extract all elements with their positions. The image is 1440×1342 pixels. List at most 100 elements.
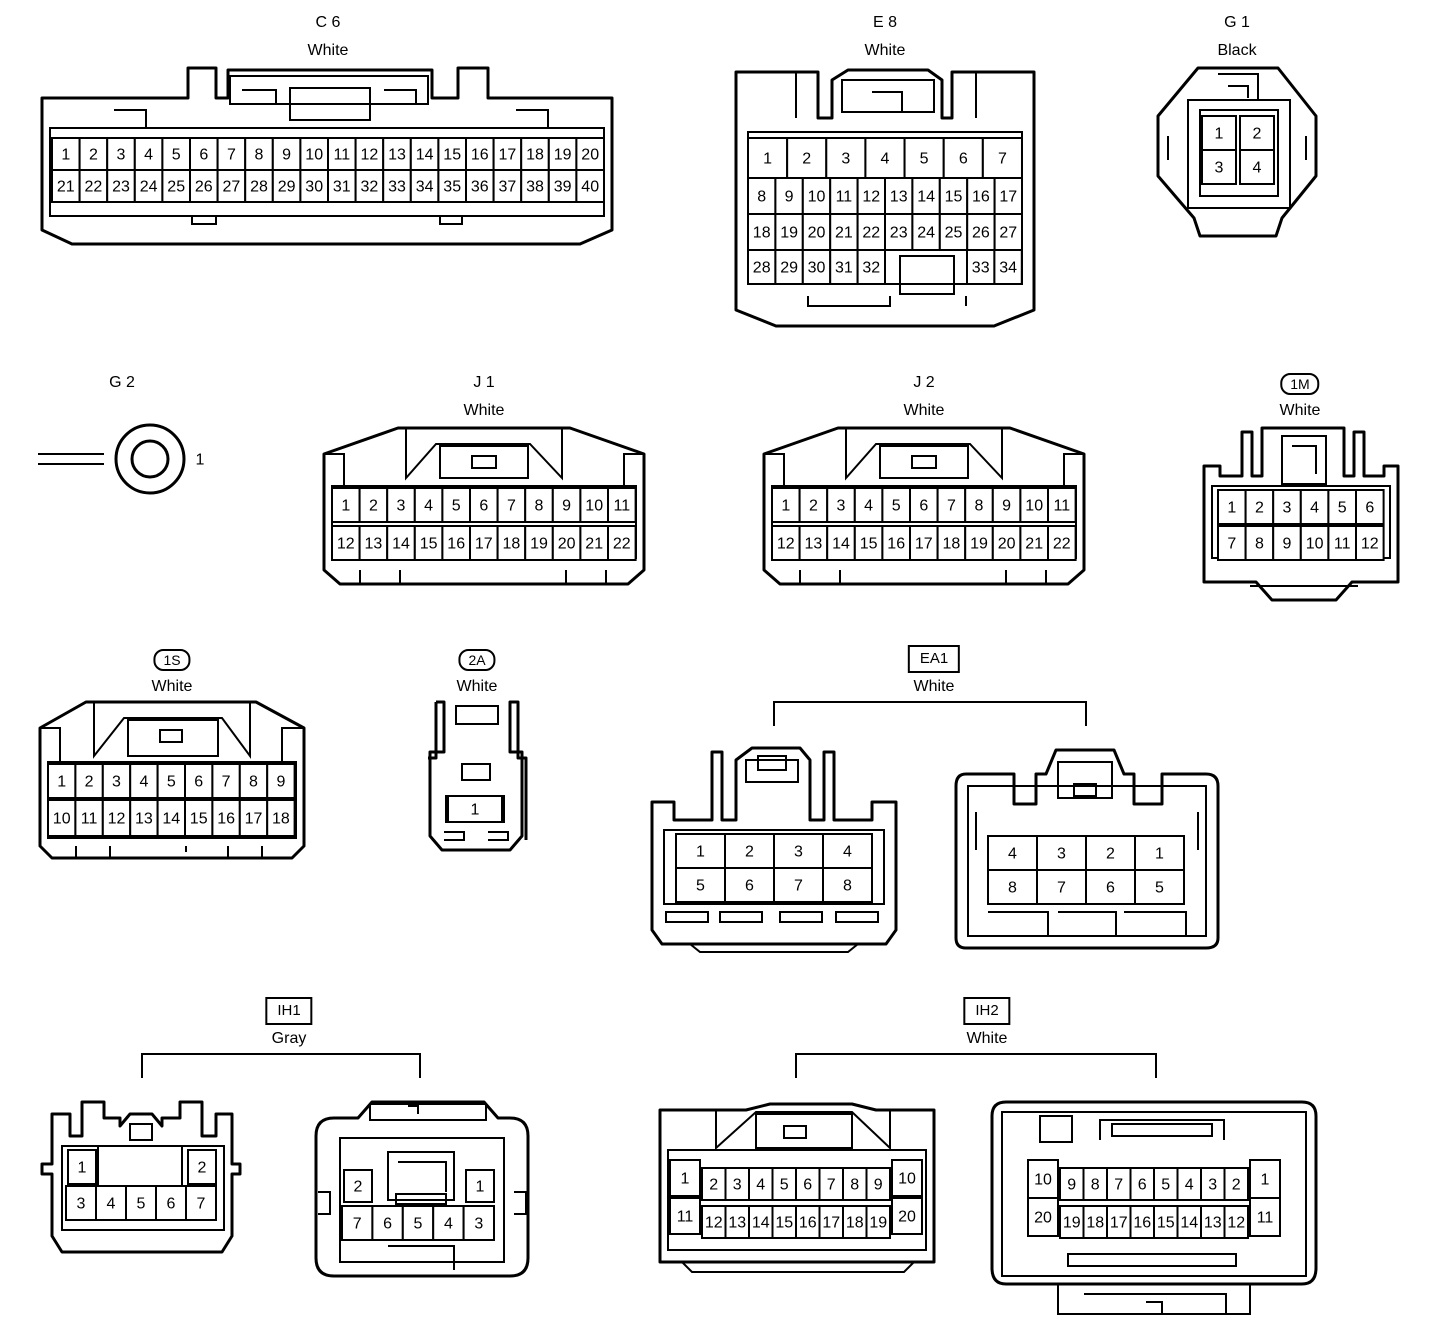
svg-text:33: 33 xyxy=(388,179,406,196)
connector-1s-pin-17: 17 xyxy=(238,799,269,837)
svg-text:29: 29 xyxy=(278,179,296,196)
connector-j2-pin-22: 22 xyxy=(1047,525,1077,561)
connector-ih2-right-pin-7: 7 xyxy=(1106,1167,1132,1201)
connector-e8-pin-33: 33 xyxy=(966,249,996,285)
svg-text:1: 1 xyxy=(471,802,480,819)
connector-ih2-right-housing xyxy=(990,1100,1318,1315)
svg-text:34: 34 xyxy=(999,260,1017,277)
connector-ea1-left-pin-2: 2 xyxy=(724,833,775,869)
connector-ih2-right-pin-3: 3 xyxy=(1200,1167,1226,1201)
connector-e8-color: White xyxy=(864,42,906,59)
connector-e8-pin-18: 18 xyxy=(747,213,777,251)
connector-e8-pin-34: 34 xyxy=(993,249,1023,285)
svg-text:11: 11 xyxy=(333,147,350,164)
connector-j2-pin-2: 2 xyxy=(798,487,829,523)
connector-j2-pin-4: 4 xyxy=(853,487,884,523)
svg-text:15: 15 xyxy=(775,1215,793,1232)
connector-c6-pin-7: 7 xyxy=(216,137,247,171)
svg-text:37: 37 xyxy=(499,179,517,196)
connector-ih1-color: Gray xyxy=(271,1030,307,1047)
connector-j2-pin-13: 13 xyxy=(798,525,829,561)
connector-c6-pin-34: 34 xyxy=(409,169,440,203)
svg-text:12: 12 xyxy=(1361,536,1379,553)
svg-text:31: 31 xyxy=(835,260,853,277)
connector-1s-pin-11: 11 xyxy=(74,799,104,837)
svg-text:26: 26 xyxy=(195,179,213,196)
svg-text:7: 7 xyxy=(197,1196,206,1213)
connector-ea1-left-pin-4: 4 xyxy=(822,833,873,869)
svg-text:5: 5 xyxy=(1161,1177,1170,1194)
connector-j1-pin-6: 6 xyxy=(469,487,499,523)
connector-e8-pin-23: 23 xyxy=(884,213,914,251)
connector-ih2-left-pin-5: 5 xyxy=(771,1167,797,1201)
connector-ih2-left-pin-20: 20 xyxy=(891,1197,923,1235)
connector-e8-pin-28: 28 xyxy=(747,249,777,285)
svg-text:16: 16 xyxy=(217,811,235,828)
connector-e8-pin-19: 19 xyxy=(774,213,804,251)
svg-text:17: 17 xyxy=(499,147,517,164)
svg-text:3: 3 xyxy=(837,498,846,515)
connector-ea1-left-pin-8: 8 xyxy=(822,867,873,903)
svg-text:2: 2 xyxy=(198,1160,207,1177)
connector-c6-pin-35: 35 xyxy=(437,169,467,203)
svg-text:22: 22 xyxy=(862,225,880,242)
connector-j1-code: J 1 xyxy=(473,374,495,391)
connector-c6-pin-4: 4 xyxy=(133,137,164,171)
connector-e8-pin-9: 9 xyxy=(774,177,804,215)
connector-ea1-right-pin-4: 4 xyxy=(987,835,1038,871)
svg-text:19: 19 xyxy=(1063,1215,1081,1232)
svg-text:6: 6 xyxy=(745,878,754,895)
connector-ih2-right-pin-17: 17 xyxy=(1106,1205,1132,1239)
connector-ih2-right-pin-12: 12 xyxy=(1223,1205,1249,1239)
connector-c6-pin-19: 19 xyxy=(547,137,578,171)
svg-text:2: 2 xyxy=(89,147,98,164)
svg-text:3: 3 xyxy=(1057,846,1066,863)
svg-text:4: 4 xyxy=(881,151,890,168)
connector-j1-pin-7: 7 xyxy=(496,487,527,523)
connector-2a-code: 2A xyxy=(458,649,496,671)
svg-text:1: 1 xyxy=(681,1171,690,1188)
svg-text:20: 20 xyxy=(808,225,826,242)
connector-e8-pin-26: 26 xyxy=(966,213,996,251)
connector-j2-pin-7: 7 xyxy=(936,487,967,523)
connector-1s-pin-12: 12 xyxy=(101,799,132,837)
svg-text:14: 14 xyxy=(1180,1215,1198,1232)
connector-ea1-left-pin-6: 6 xyxy=(724,867,775,903)
svg-text:12: 12 xyxy=(1227,1215,1245,1232)
svg-text:3: 3 xyxy=(397,498,406,515)
svg-text:15: 15 xyxy=(1157,1215,1175,1232)
connector-ih2-left-pin-8: 8 xyxy=(842,1167,868,1201)
svg-text:26: 26 xyxy=(972,225,990,242)
connector-j2-pin-15: 15 xyxy=(853,525,884,561)
connector-ih2-right-pin-11: 11 xyxy=(1249,1197,1281,1237)
connector-e8-pin-4: 4 xyxy=(864,137,906,179)
connector-e8-pin-10: 10 xyxy=(801,177,832,215)
svg-text:4: 4 xyxy=(424,498,433,515)
connector-ih2-left-pin-7: 7 xyxy=(818,1167,844,1201)
connector-e8-pin-17: 17 xyxy=(993,177,1023,215)
connector-c6-pin-24: 24 xyxy=(133,169,164,203)
connector-e8-pin-27: 27 xyxy=(993,213,1023,251)
svg-text:4: 4 xyxy=(1185,1177,1194,1194)
connector-ih2-left-housing xyxy=(658,1102,936,1273)
svg-text:10: 10 xyxy=(1025,498,1043,515)
svg-text:3: 3 xyxy=(474,1216,483,1233)
connector-j2-pin-14: 14 xyxy=(826,525,856,561)
svg-text:17: 17 xyxy=(999,189,1017,206)
svg-text:14: 14 xyxy=(752,1215,770,1232)
svg-text:5: 5 xyxy=(1338,500,1347,517)
connector-j1-pin-18: 18 xyxy=(496,525,527,561)
connector-ih2-bracket xyxy=(795,1053,1157,1078)
connector-j1-pin-15: 15 xyxy=(413,525,444,561)
connector-1m-pin-4: 4 xyxy=(1299,489,1330,525)
connector-ea1-left-housing xyxy=(650,746,898,953)
connector-j2-pin-11: 11 xyxy=(1047,487,1077,523)
svg-text:15: 15 xyxy=(860,536,878,553)
svg-text:1: 1 xyxy=(78,1160,87,1177)
svg-text:18: 18 xyxy=(753,225,771,242)
connector-c6-pin-29: 29 xyxy=(271,169,302,203)
connector-2a-color: White xyxy=(456,678,498,695)
svg-text:15: 15 xyxy=(443,147,461,164)
svg-text:5: 5 xyxy=(172,147,181,164)
svg-text:19: 19 xyxy=(970,536,988,553)
